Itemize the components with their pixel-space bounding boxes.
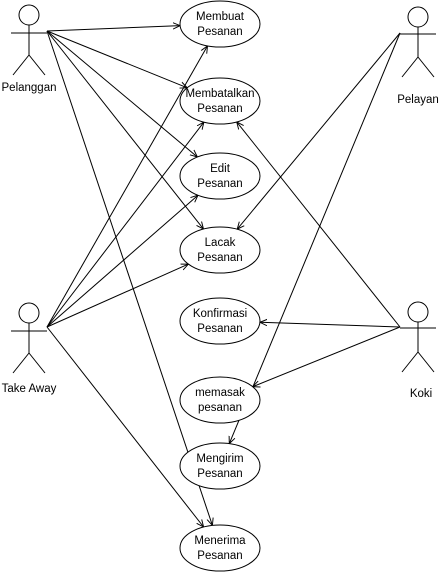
actor-pelanggan[interactable]: Pelanggan xyxy=(2,4,57,94)
use-case-label: Membatalkan xyxy=(185,88,254,100)
use-case-label: Pesanan xyxy=(197,468,242,480)
use-case-label: Pesanan xyxy=(197,252,242,264)
association-pelanggan-membuat_pesanan xyxy=(46,26,180,32)
use-case-label: Pesanan xyxy=(197,103,242,115)
use-case-label: Pesanan xyxy=(197,26,242,38)
association-take_away-membuat_pesanan xyxy=(46,46,208,328)
association-take_away-menerima_pesanan xyxy=(46,326,204,527)
use-case-membatalkan-pesanan[interactable]: Membatalkan Pesanan xyxy=(179,77,261,125)
use-case-lacak-pesanan[interactable]: Lacak Pesanan xyxy=(179,226,261,274)
actor-pelayan[interactable]: Pelayan xyxy=(397,6,439,106)
use-case-memasak-pesanan[interactable]: memasak pesanan xyxy=(179,376,261,424)
use-case-membuat-pesanan[interactable]: Membuat Pesanan xyxy=(179,0,261,48)
association-koki-memasak_pesanan xyxy=(253,326,401,387)
association-lines xyxy=(46,26,401,527)
use-case-label: Mengirim xyxy=(196,453,243,465)
actor-take-away[interactable]: Take Away xyxy=(2,302,57,395)
use-case-konfirmasi-pesanan[interactable]: Konfirmasi Pesanan xyxy=(179,297,261,345)
actor-label: Koki xyxy=(410,388,432,400)
association-take_away-lacak_pesanan xyxy=(46,264,188,328)
use-case-label: Pesanan xyxy=(197,178,242,190)
use-case-label: Pesanan xyxy=(197,323,242,335)
association-take_away-membatalkan_pesanan xyxy=(46,122,204,328)
actor-label: Pelanggan xyxy=(2,82,57,94)
use-case-label: Pesanan xyxy=(197,550,242,562)
association-koki-membatalkan_pesanan xyxy=(237,122,401,328)
association-pelanggan-edit_pesanan xyxy=(46,30,197,157)
use-case-menerima-pesanan[interactable]: Menerima Pesanan xyxy=(179,524,261,572)
actor-label: Pelayan xyxy=(397,94,439,106)
use-case-label: memasak xyxy=(195,387,245,399)
use-case-edit-pesanan[interactable]: Edit Pesanan xyxy=(179,152,261,200)
use-case-label: Lacak xyxy=(205,237,236,249)
association-pelanggan-membatalkan_pesanan xyxy=(46,30,187,88)
association-pelayan-mengirim_pesanan xyxy=(229,32,401,444)
actor-label: Take Away xyxy=(2,383,57,395)
association-pelayan-lacak_pesanan xyxy=(237,32,401,229)
use-case-label: Menerima xyxy=(194,535,246,547)
association-pelanggan-menerima_pesanan xyxy=(46,30,212,525)
use-case-label: Konfirmasi xyxy=(193,308,247,320)
association-take_away-edit_pesanan xyxy=(46,195,198,328)
association-pelanggan-lacak_pesanan xyxy=(46,30,204,229)
use-case-label: Membuat xyxy=(196,11,245,23)
use-case-mengirim-pesanan[interactable]: Mengirim Pesanan xyxy=(179,442,261,490)
use-case-label: pesanan xyxy=(198,402,242,414)
association-koki-konfirmasi_pesanan xyxy=(260,322,401,328)
use-case-label: Edit xyxy=(210,163,231,175)
actor-koki[interactable]: Koki xyxy=(400,301,436,400)
